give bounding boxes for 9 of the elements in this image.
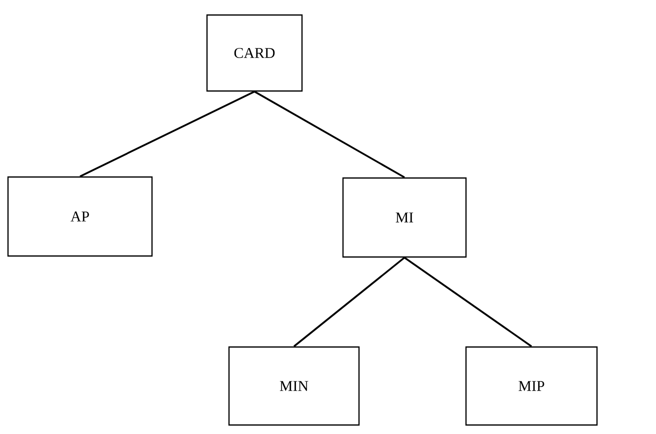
connector-line xyxy=(293,256,406,348)
tree-box: CARD xyxy=(206,14,303,92)
tree-box: MIP xyxy=(465,346,598,426)
connector-line xyxy=(80,90,255,178)
connector-line xyxy=(254,90,405,178)
tree-box: MI xyxy=(342,177,467,258)
tree-box: MIN xyxy=(228,346,360,426)
tree-box: AP xyxy=(7,176,153,257)
connector-line xyxy=(404,256,532,348)
